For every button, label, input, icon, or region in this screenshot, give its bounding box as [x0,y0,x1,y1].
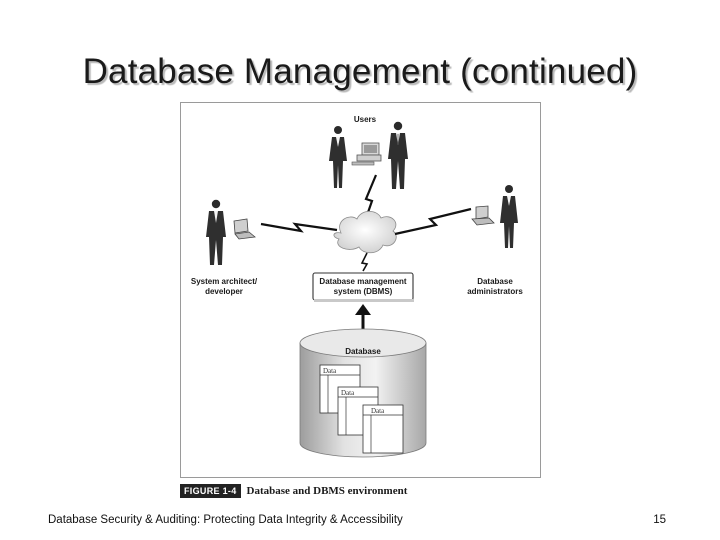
page-number: 15 [653,514,666,526]
laptop-icon-left [233,218,256,240]
data-table-3: Data [362,404,404,454]
architect-icon [206,199,226,265]
admins-label-line2: administrators [467,287,523,296]
dbms-label-line1: Database management [319,277,406,286]
figure-caption-text: Database and DBMS environment [246,485,408,497]
figure-tag: FIGURE 1-4 [180,484,241,498]
dbms-diagram: Users [191,115,523,458]
dbms-label-line2: system (DBMS) [334,287,393,296]
administrator-icon [500,185,518,248]
data-table-3-label: Data [371,407,385,415]
network-cloud-icon [333,210,397,254]
architect-label-line1: System architect/ [191,277,258,286]
connection-bolt-architect [260,222,338,233]
architect-label-line2: developer [205,287,243,296]
slide-title: Database Management (continued) [82,52,638,91]
database-label: Database [345,347,381,356]
footer-text: Database Security & Auditing: Protecting… [48,514,403,526]
users-label: Users [354,115,377,124]
female-user-icon [329,126,347,188]
data-table-2-label: Data [341,389,355,397]
laptop-icon-right [471,205,495,226]
figure-caption: FIGURE 1-4 Database and DBMS environment [180,484,407,498]
admins-label-line1: Database [477,277,513,286]
figure-frame: Users [180,102,541,478]
data-table-1-label: Data [323,367,337,375]
connection-bolt-dbms [360,252,369,272]
male-user-icon [388,121,408,189]
connection-bolt-admin [394,207,472,236]
computer-icon [351,142,382,166]
